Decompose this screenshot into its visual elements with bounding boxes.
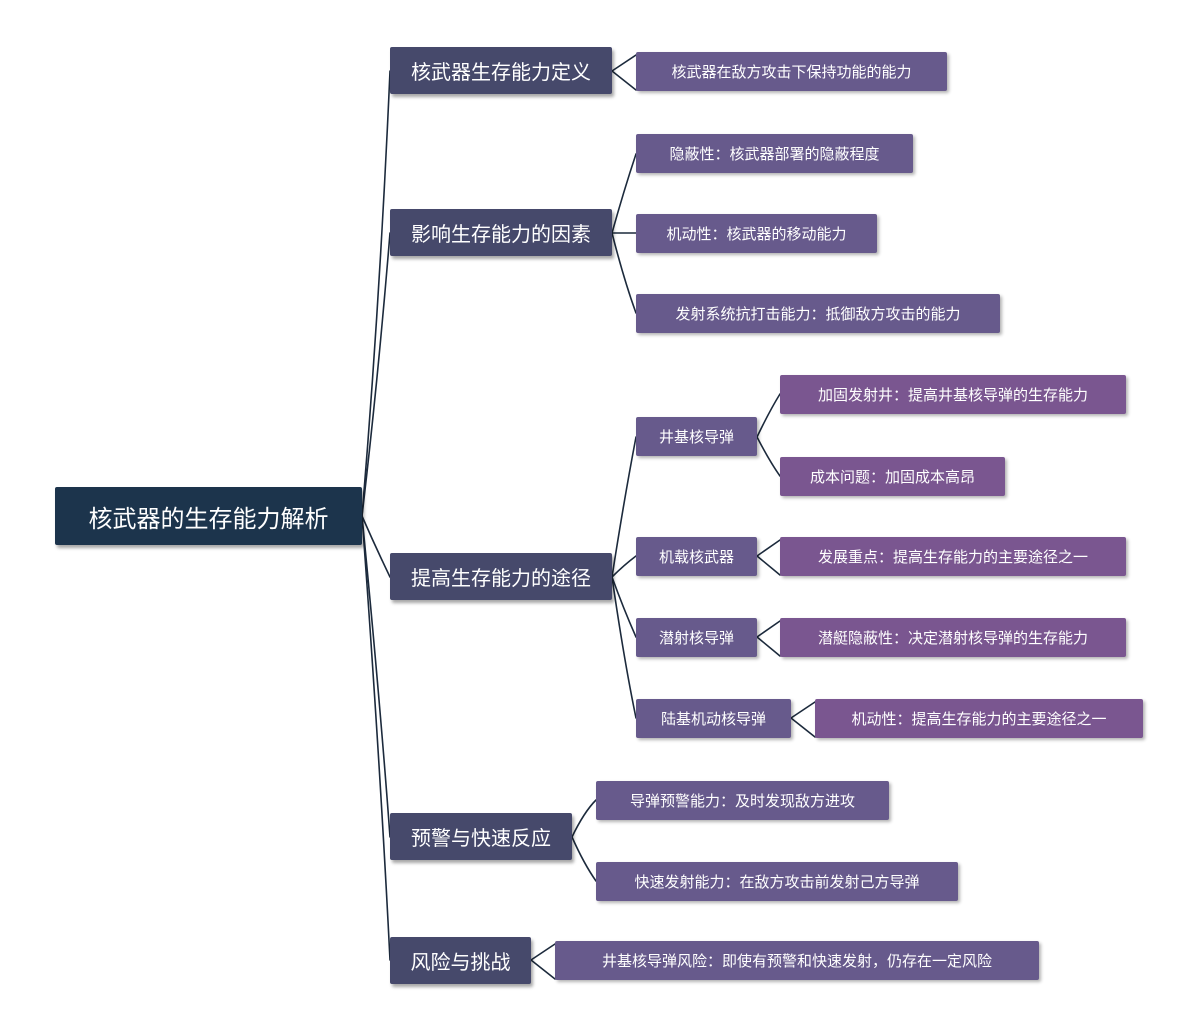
subtopic-label: 潜艇隐蔽性：决定潜射核导弹的生存能力 — [817, 629, 1088, 647]
branch-label: 影响生存能力的因素 — [411, 222, 591, 246]
branch-definition[interactable]: 核武器生存能力定义 — [390, 47, 612, 94]
branch-label: 提高生存能力的途径 — [411, 566, 591, 590]
connector-root-branch-2 — [361, 515, 391, 578]
branch-label: 核武器生存能力定义 — [411, 60, 591, 84]
topic-label: 井基核导弹 — [658, 428, 734, 446]
connector-b1-c2 — [611, 232, 637, 314]
topic-submarine-missile[interactable]: 潜射核导弹 — [636, 618, 757, 657]
topic-silo-missile[interactable]: 井基核导弹 — [636, 417, 757, 456]
subtopic-development-focus[interactable]: 发展重点：提高生存能力的主要途径之一 — [780, 537, 1126, 576]
topic-mobile-land-missile[interactable]: 陆基机动核导弹 — [636, 699, 791, 738]
connector-b4-c0 — [530, 943, 556, 980]
topic-label: 机载核武器 — [658, 548, 734, 566]
connector-b1-c0 — [611, 153, 637, 234]
connector-root-branch-3 — [361, 515, 391, 838]
connector-b2-c0-g1 — [756, 436, 781, 477]
topic-label: 潜射核导弹 — [658, 629, 734, 647]
branch-approaches[interactable]: 提高生存能力的途径 — [390, 553, 612, 600]
connector-b3-c1 — [571, 836, 597, 882]
topic-label: 快速发射能力：在敌方攻击前发射己方导弹 — [634, 873, 920, 891]
topic-label: 导弹预警能力：及时发现敌方进攻 — [629, 792, 855, 810]
connector-b2-c0-g0 — [756, 393, 781, 438]
topic-rapid-launch[interactable]: 快速发射能力：在敌方攻击前发射己方导弹 — [596, 862, 958, 901]
subtopic-hardened-silo[interactable]: 加固发射井：提高井基核导弹的生存能力 — [780, 375, 1126, 414]
subtopic-label: 发展重点：提高生存能力的主要途径之一 — [817, 548, 1088, 566]
topic-mobility[interactable]: 机动性：核武器的移动能力 — [636, 214, 877, 253]
connector-root-branch-0 — [361, 70, 391, 517]
subtopic-label: 成本问题：加固成本高昂 — [809, 468, 975, 486]
root-node[interactable]: 核武器的生存能力解析 — [55, 487, 362, 545]
branch-label: 预警与快速反应 — [411, 826, 551, 850]
topic-airborne-nuclear[interactable]: 机载核武器 — [636, 537, 757, 576]
connector-b0-c0 — [611, 54, 637, 91]
branch-early-warning[interactable]: 预警与快速反应 — [390, 813, 572, 860]
subtopic-submarine-stealth[interactable]: 潜艇隐蔽性：决定潜射核导弹的生存能力 — [780, 618, 1126, 657]
connector-b2-c1-g0 — [756, 539, 781, 576]
branch-label: 风险与挑战 — [410, 950, 511, 974]
topic-concealment[interactable]: 隐蔽性：核武器部署的隐蔽程度 — [636, 134, 913, 173]
branch-risks[interactable]: 风险与挑战 — [390, 937, 531, 984]
subtopic-label: 机动性：提高生存能力的主要途径之一 — [851, 710, 1107, 728]
topic-label: 机动性：核武器的移动能力 — [666, 225, 847, 243]
topic-launch-resistance[interactable]: 发射系统抗打击能力：抵御敌方攻击的能力 — [636, 294, 1000, 333]
subtopic-mobility-main-path[interactable]: 机动性：提高生存能力的主要途径之一 — [815, 699, 1143, 738]
root-label: 核武器的生存能力解析 — [88, 504, 329, 533]
connector-b2-c0 — [611, 436, 637, 578]
connector-b2-c2 — [611, 576, 637, 638]
connector-b2-c3-g0 — [790, 701, 816, 738]
topic-missile-warning[interactable]: 导弹预警能力：及时发现敌方进攻 — [596, 781, 889, 820]
connector-b2-c2-g0 — [756, 620, 781, 657]
topic-label: 核武器在敌方攻击下保持功能的能力 — [671, 63, 912, 81]
connector-root-branch-1 — [361, 232, 391, 517]
topic-label: 发射系统抗打击能力：抵御敌方攻击的能力 — [675, 305, 961, 323]
connector-root-branch-4 — [361, 515, 391, 961]
topic-label: 陆基机动核导弹 — [660, 710, 766, 728]
subtopic-cost-issue[interactable]: 成本问题：加固成本高昂 — [780, 457, 1005, 496]
connector-b2-c3 — [611, 576, 637, 719]
branch-factors[interactable]: 影响生存能力的因素 — [390, 209, 612, 256]
connector-b2-c1 — [611, 555, 637, 578]
topic-definition-detail[interactable]: 核武器在敌方攻击下保持功能的能力 — [636, 52, 947, 91]
connector-b3-c0 — [571, 799, 597, 838]
topic-label: 隐蔽性：核武器部署的隐蔽程度 — [669, 145, 880, 163]
topic-label: 井基核导弹风险：即使有预警和快速发射，仍存在一定风险 — [601, 952, 992, 970]
subtopic-label: 加固发射井：提高井基核导弹的生存能力 — [817, 386, 1088, 404]
topic-silo-risk[interactable]: 井基核导弹风险：即使有预警和快速发射，仍存在一定风险 — [555, 941, 1039, 980]
